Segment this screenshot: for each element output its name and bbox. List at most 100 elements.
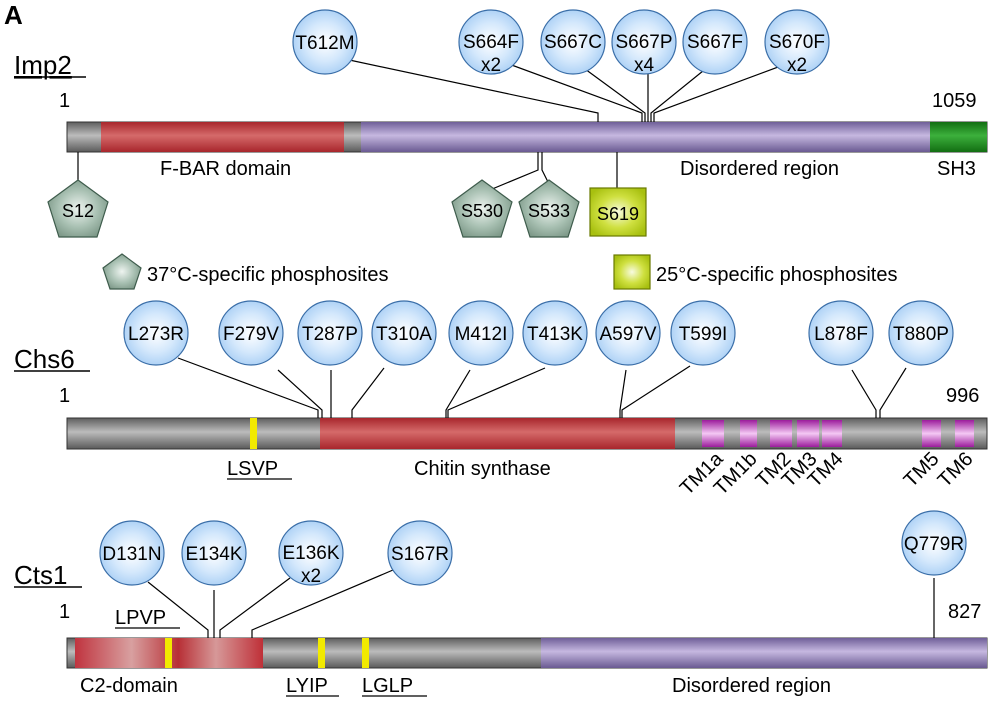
imp2-disordered-label: Disordered region [680,158,839,180]
cts1-lyip-motif [318,638,325,668]
imp2-mutation-label: S667C [544,32,602,53]
chs6-mutation-label: T599I [679,324,728,345]
square-icon [613,254,651,290]
chs6-tm2 [770,420,792,447]
chs6-tm4 [822,420,842,447]
legend-25c-item: 25°C-specific phosphosites [613,254,897,290]
chs6-tm6 [955,420,974,447]
legend-25c-label: 25°C-specific phosphosites [656,264,897,286]
imp2-mutation-s664f: S664F x2 [458,9,524,76]
chs6-mutation-f279v: F279V [218,300,284,366]
imp2-mutation-t612m: T612M [292,9,358,75]
chs6-mutation-label: T413K [527,324,583,345]
chs6-domain-label: Chitin synthase [414,458,551,480]
imp2-protein: Imp2 1 1059 F-BAR domain Disordered regi… [14,9,988,238]
imp2-phosphosite-s12: S12 [47,179,109,238]
chs6-tm-segments [702,420,974,447]
chs6-motif-label: LSVP [227,458,278,480]
chs6-tm-label: TM5 [900,448,944,492]
cts1-start: 1 [59,601,70,623]
cts1-motif-label: LGLP [362,675,413,697]
cts1-end: 827 [948,601,981,623]
chs6-mutation-label: L878F [814,324,868,345]
cts1-mutation-label: Q779R [904,534,964,555]
cts1-c2-label: C2-domain [80,675,178,697]
chs6-mutation-label: T310A [376,324,432,345]
chs6-mutation-t287p: T287P [297,300,363,366]
imp2-phosphosite-s533: S533 [518,179,580,238]
cts1-mutation-label: S167R [391,544,449,565]
cts1-disordered-label: Disordered region [672,675,831,697]
chs6-mutation-label: A597V [599,324,656,345]
cts1-mutation-s167r: S167R [387,520,453,586]
chs6-name: Chs6 [14,344,75,374]
legend-37c-label: 37°C-specific phosphosites [147,264,388,286]
chs6-start: 1 [59,385,70,407]
chs6-tm5 [922,420,941,447]
cts1-mutation-d131n: D131N [99,520,165,586]
chs6-tm-label: TM6 [934,448,978,492]
imp2-start: 1 [59,90,70,112]
imp2-mutation-label: S670F [769,32,825,53]
chs6-mutation-a597v: A597V [595,300,661,366]
imp2-mutation-count: x2 [481,55,501,76]
imp2-mutation-s667c: S667C [540,9,606,75]
imp2-phospho-connectors [77,152,618,193]
chs6-mutation-label: L273R [128,324,184,345]
legend: 37°C-specific phosphosites 25°C-specific… [102,253,897,290]
chs6-mutation-label: M412I [455,324,508,345]
cts1-mutation-connectors [147,569,935,638]
chs6-mutation-t310a: T310A [371,300,437,366]
cts1-lpvp-motif [165,638,172,668]
cts1-mutation-e136k: E136K x2 [278,520,344,587]
imp2-mutation-s667f: S667F [682,9,748,75]
chs6-mutation-label: T880P [893,324,949,345]
imp2-mutation-connectors [339,57,798,122]
imp2-mutation-label: S667F [687,32,743,53]
chs6-mutation-connectors [177,357,907,418]
imp2-end: 1059 [932,90,977,112]
imp2-mutation-count: x4 [634,55,655,76]
chs6-mutation-m412i: M412I [448,300,514,366]
cts1-mutation-label: E134K [185,544,242,565]
cts1-name: Cts1 [14,560,67,590]
chs6-mutation-l273r: L273R [123,300,189,366]
chs6-mutation-t413k: T413K [522,300,588,366]
imp2-fbar-label: F-BAR domain [160,158,291,180]
cts1-mutation-label: E136K [282,543,339,564]
chs6-chitin-synthase-domain [320,418,675,449]
imp2-disordered-region [361,122,930,152]
imp2-phosphosite-label: S533 [528,201,570,221]
imp2-mutation-count: x2 [787,55,807,76]
cts1-mutation-label: D131N [102,544,161,565]
imp2-sh3-label: SH3 [937,158,976,180]
panel-label: A [4,0,23,30]
chs6-mutation-label: T287P [302,324,358,345]
imp2-mutation-label: T612M [295,33,354,54]
cts1-disordered-region [541,638,987,668]
chs6-mutation-label: F279V [223,324,279,345]
legend-37c-item: 37°C-specific phosphosites [102,253,388,290]
chs6-tm3 [797,420,819,447]
cts1-mutation-count: x2 [301,566,321,587]
cts1-mutation-e134k: E134K [181,520,247,586]
imp2-sh3-domain [930,122,987,152]
cts1-mutation-q779r: Q779R [901,510,967,576]
pentagon-icon [102,253,142,290]
imp2-phosphosite-label: S12 [62,201,94,221]
chs6-lsvp-motif [250,418,257,449]
cts1-motif-label: LPVP [115,607,166,629]
chs6-mutation-t880p: T880P [888,300,954,366]
cts1-lglp-motif [362,638,369,668]
chs6-mutation-l878f: L878F [808,300,874,366]
imp2-phosphosite-s619: S619 [589,187,647,237]
imp2-mutation-label: S664F [463,32,519,53]
chs6-tm1b [740,420,757,447]
imp2-fbar-domain [101,122,344,152]
chs6-tm1a [702,420,724,447]
chs6-end: 996 [946,385,979,407]
imp2-mutation-s670f: S670F x2 [764,9,830,76]
cts1-motif-label: LYIP [286,675,328,697]
imp2-phosphosite-label: S530 [461,201,503,221]
